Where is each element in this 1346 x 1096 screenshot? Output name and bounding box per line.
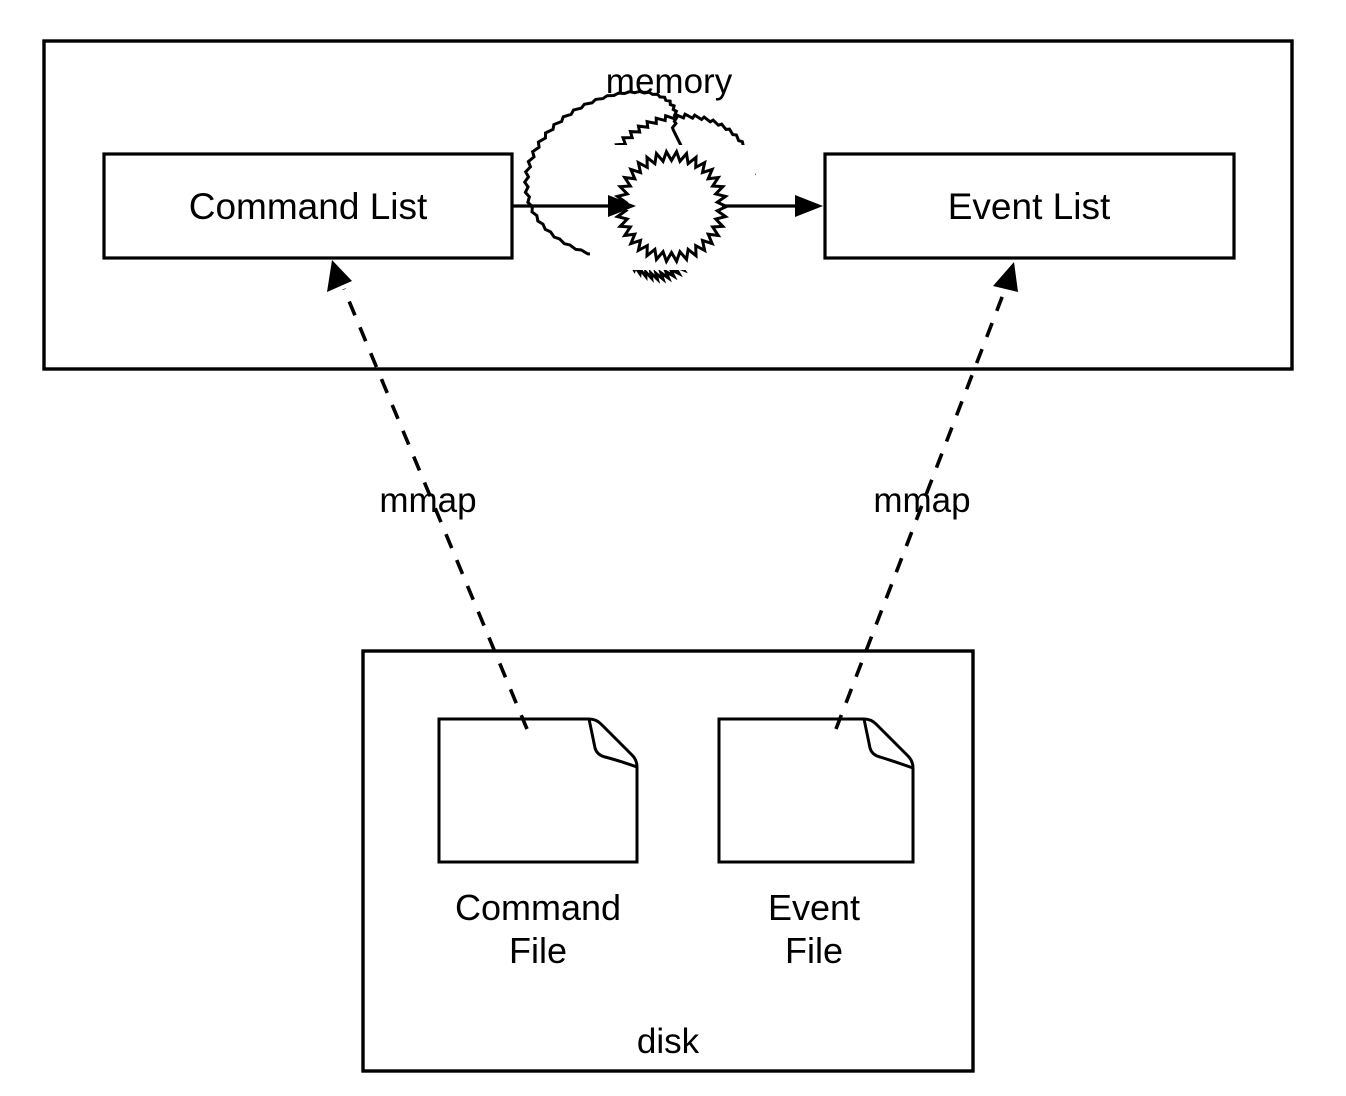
- arrow-head-to-command-list: [327, 260, 352, 292]
- arrow-head-to-burst: [608, 195, 636, 217]
- mmap-label-event: mmap: [873, 481, 970, 520]
- edge-burst-to-event: [722, 195, 823, 217]
- event-list-box[interactable]: [823, 152, 1236, 260]
- disk-container-label: disk: [637, 1022, 700, 1061]
- command-list-box[interactable]: [102, 152, 514, 260]
- memory-container: [42, 39, 1294, 371]
- mmap-label-command: mmap: [379, 481, 476, 520]
- edge-event-file-mmap: [834, 262, 1018, 730]
- command-file-icon[interactable]: [437, 717, 639, 864]
- event-file-label-line2: File: [785, 930, 843, 971]
- edge-command-to-burst: [513, 195, 636, 217]
- event-file-label-line1: Event: [768, 887, 860, 928]
- arrow-head-to-event-list-dashed: [993, 262, 1018, 292]
- command-file-label-line1: Command: [455, 887, 621, 928]
- edge-command-file-mmap: [327, 260, 529, 730]
- command-file-label-line2: File: [509, 930, 567, 971]
- command-list-label: Command List: [189, 186, 428, 227]
- event-file-icon[interactable]: [717, 717, 915, 864]
- disk-container: [361, 649, 975, 1073]
- arrow-head-to-event-list: [795, 195, 823, 217]
- event-list-label: Event List: [948, 186, 1111, 227]
